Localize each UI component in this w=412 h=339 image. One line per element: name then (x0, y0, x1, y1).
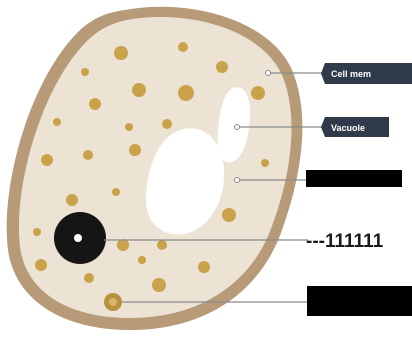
granule (178, 42, 188, 52)
granule (251, 86, 265, 100)
granule (157, 240, 167, 250)
callout-cell-membrane: Cell mem (321, 63, 412, 84)
granule (198, 261, 210, 273)
nucleolus (74, 234, 82, 242)
nucleus-label: ---111111 (306, 231, 384, 252)
granule (33, 228, 41, 236)
granule (125, 123, 133, 131)
granule (117, 239, 129, 251)
callout-vacuole: Vacuole (321, 117, 389, 137)
granule (216, 61, 228, 73)
redaction-box-1 (306, 170, 402, 187)
granule (53, 118, 61, 126)
granule (114, 46, 128, 60)
granule (109, 298, 117, 306)
marker-dot-membrane (266, 71, 271, 76)
marker-dot-vacuole (235, 125, 240, 130)
callout-label-vacuole: Vacuole (331, 123, 365, 133)
granule (112, 188, 120, 196)
granule (178, 85, 194, 101)
marker-dot-redacted-1 (235, 178, 240, 183)
redaction-box-2 (307, 286, 412, 316)
granule (66, 194, 78, 206)
callout-label-cell-membrane: Cell mem (331, 69, 371, 79)
granule (222, 208, 236, 222)
granule (129, 144, 141, 156)
granule (138, 256, 146, 264)
granule (89, 98, 101, 110)
granule (152, 278, 166, 292)
granule (162, 119, 172, 129)
granule (261, 159, 269, 167)
granule (83, 150, 93, 160)
granule (84, 273, 94, 283)
granule (81, 68, 89, 76)
granule (41, 154, 53, 166)
granule (35, 259, 47, 271)
granule (132, 83, 146, 97)
